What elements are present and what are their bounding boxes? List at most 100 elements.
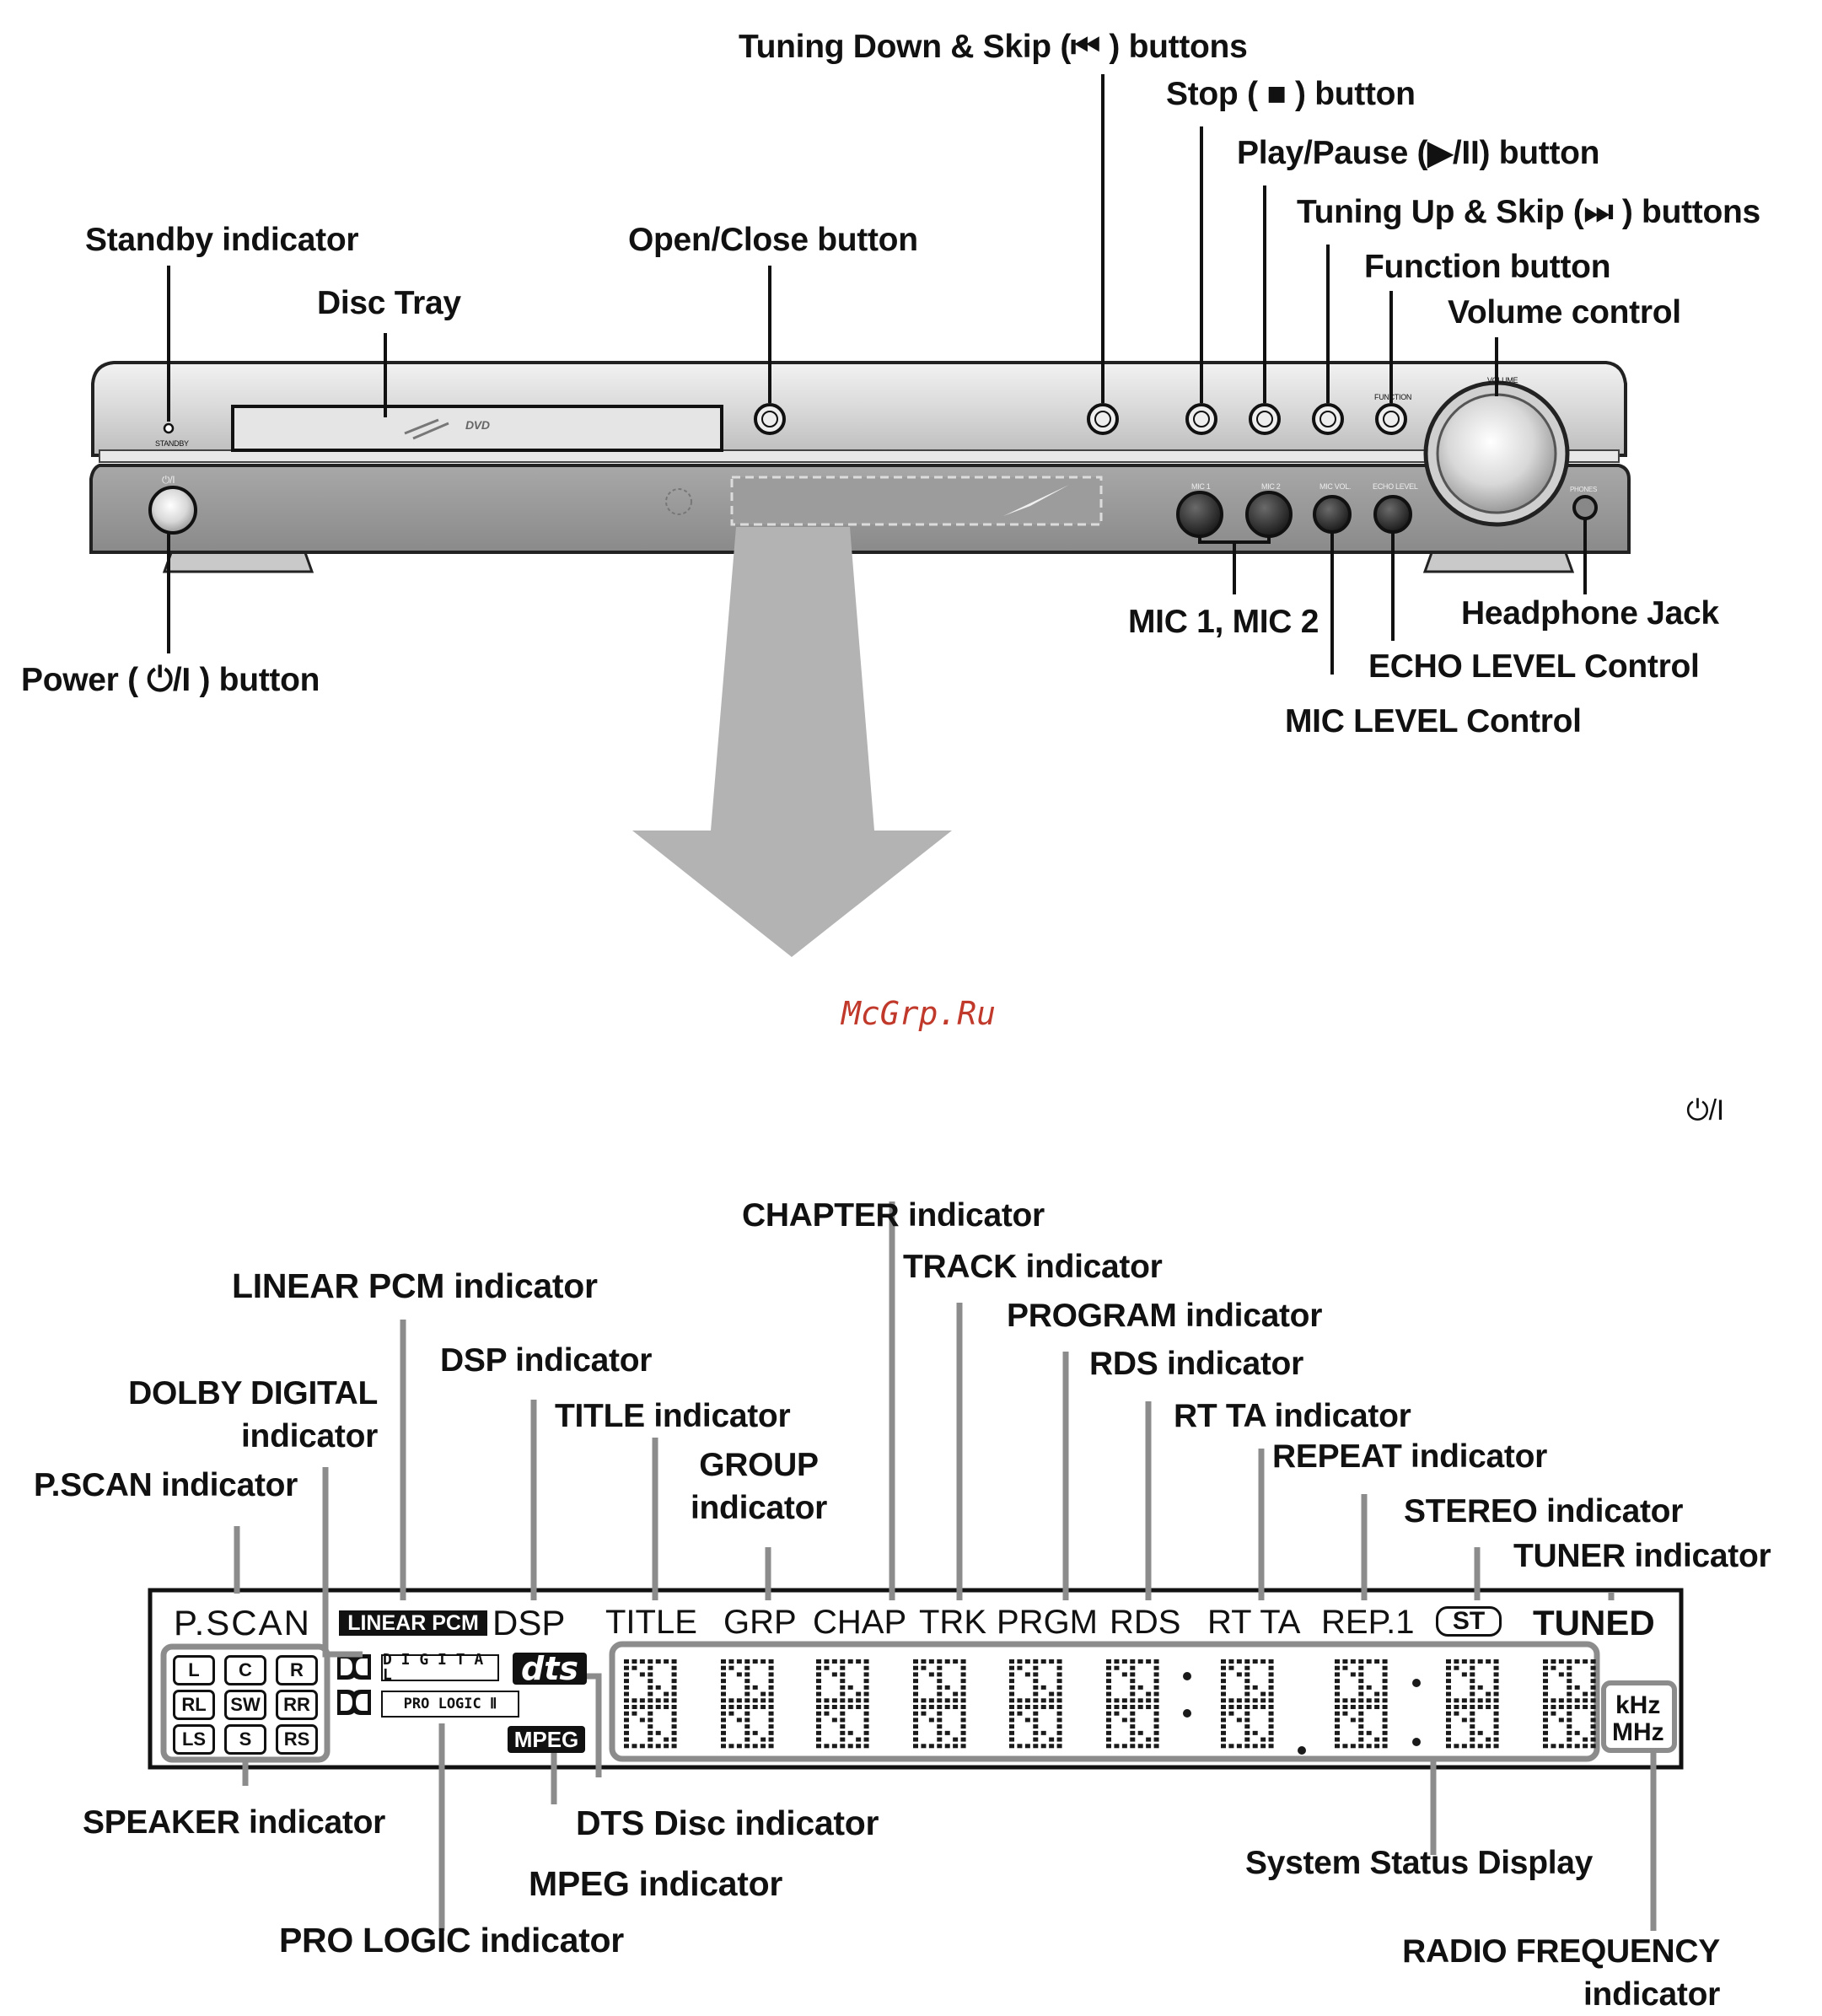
speaker-s: S [224, 1724, 266, 1755]
display-title: TITLE [605, 1604, 697, 1641]
callout-tuner: TUNER indicator [1513, 1538, 1771, 1574]
disc-tray [231, 405, 723, 452]
device-text-standby: STANDBY [155, 439, 189, 448]
device-text-mic2: MIC 2 [1261, 482, 1281, 491]
callout-pscan: P.SCAN indicator [34, 1467, 298, 1503]
segment-separator [1183, 1672, 1191, 1680]
stop-knob [1185, 403, 1217, 435]
device-text-mic-vol: MIC VOL. [1319, 482, 1352, 491]
callout-function: Function button [1364, 249, 1611, 285]
callout-tuning-up: Tuning Up & Skip (⏭ ) buttons [1297, 194, 1760, 230]
display-linear-pcm: LINEAR PCM [339, 1610, 487, 1636]
display-rt-ta: RT TA [1207, 1604, 1301, 1641]
callout-rt-ta: RT TA indicator [1174, 1398, 1411, 1434]
callout-dts: DTS Disc indicator [576, 1804, 879, 1842]
display-pro-logic: PRO LOGIC Ⅱ [381, 1691, 519, 1718]
callout-standby: Standby indicator [85, 222, 359, 258]
device-text-echo-level: ECHO LEVEL [1373, 482, 1418, 491]
callout-mic-level: MIC LEVEL Control [1285, 703, 1582, 739]
callout-title: TITLE indicator [555, 1398, 791, 1434]
callout-speaker: SPEAKER indicator [83, 1804, 385, 1841]
callout-stereo: STEREO indicator [1404, 1493, 1684, 1529]
display-mpeg: MPEG [508, 1726, 585, 1753]
callout-disc-tray: Disc Tray [317, 285, 461, 321]
segment-separator [1412, 1679, 1421, 1687]
down-arrow [632, 527, 952, 957]
segment-separator [1298, 1746, 1306, 1755]
device-text-dvd: DVD [465, 418, 490, 432]
skip-down-knob [1087, 403, 1119, 435]
callout-volume: Volume control [1448, 294, 1681, 331]
display-pscan: P.SCAN [174, 1603, 311, 1642]
display-window [730, 476, 1103, 526]
echo-level-knob [1373, 495, 1412, 534]
callout-linear-pcm: LINEAR PCM indicator [232, 1266, 598, 1305]
display-chap: CHAP [813, 1604, 907, 1641]
device-text-power: ⏻/I [162, 474, 175, 486]
device-text-volume: VOLUME [1487, 376, 1518, 384]
segment-separator [1183, 1709, 1191, 1718]
callout-system-status: System Status Display [1245, 1845, 1594, 1881]
mic1-jack [1176, 491, 1223, 538]
dolby-prologic-logo [337, 1690, 371, 1715]
display-mhz: MHz [1612, 1718, 1664, 1746]
callout-radio-frequency: RADIO FREQUENCY indicator [1402, 1933, 1720, 2013]
headphone-jack [1572, 495, 1598, 520]
speaker-rr: RR [276, 1690, 318, 1720]
segment-digit [816, 1659, 869, 1749]
display-leaders [234, 1202, 1657, 1931]
display-rep1: REP.1 [1321, 1604, 1415, 1641]
volume-knob [1436, 393, 1557, 514]
display-digital: D I G I T A L [381, 1653, 499, 1683]
function-knob [1375, 403, 1407, 435]
display-rds: RDS [1110, 1604, 1181, 1641]
speaker-l: L [173, 1655, 215, 1685]
display-khz: kHz [1615, 1691, 1661, 1719]
callout-mpeg: MPEG indicator [529, 1864, 783, 1903]
callout-stop: Stop ( ■ ) button [1166, 76, 1416, 112]
segment-digit [1106, 1659, 1159, 1749]
speaker-sw: SW [224, 1690, 266, 1720]
display-tuned: TUNED [1533, 1603, 1655, 1642]
callout-rds: RDS indicator [1089, 1346, 1303, 1382]
callout-group: GROUP indicator [691, 1447, 827, 1526]
display-dts: dts [513, 1653, 587, 1685]
device-text-phones: PHONES [1570, 486, 1597, 493]
mic-vol-knob [1313, 495, 1352, 534]
segment-digit [721, 1659, 774, 1749]
display-dsp: DSP [492, 1603, 566, 1642]
segment-digit [1335, 1659, 1388, 1749]
display-grp: GRP [723, 1604, 797, 1641]
segment-digit [1543, 1659, 1596, 1749]
display-trk: TRK [919, 1604, 986, 1641]
callout-dolby-digital: DOLBY DIGITAL indicator [128, 1375, 378, 1454]
standby-led [163, 422, 175, 434]
callout-chapter: CHAPTER indicator [742, 1197, 1045, 1234]
device-text-mic1: MIC 1 [1191, 482, 1211, 491]
callout-track: TRACK indicator [903, 1249, 1163, 1285]
watermark: McGrp.Ru [841, 995, 997, 1032]
power-knob [148, 486, 197, 535]
mic2-jack [1245, 491, 1293, 538]
speaker-rs: RS [276, 1724, 318, 1755]
segment-digit [913, 1659, 966, 1749]
speaker-ls: LS [173, 1724, 215, 1755]
callout-mic12: MIC 1, MIC 2 [1128, 604, 1319, 640]
segment-digit [1446, 1659, 1499, 1749]
callout-headphone: Headphone Jack [1461, 595, 1719, 632]
play-pause-knob [1249, 403, 1281, 435]
callout-open-close: Open/Close button [628, 222, 918, 258]
front-panel-leaders [167, 74, 1587, 675]
skip-up-knob [1312, 403, 1344, 435]
dolby-digital-logo [337, 1654, 371, 1680]
segment-digit [1221, 1659, 1274, 1749]
callout-repeat: REPEAT indicator [1272, 1438, 1548, 1475]
callout-echo-level: ECHO LEVEL Control [1368, 648, 1700, 685]
device-text-function: FUNCTION [1374, 393, 1412, 401]
callout-tuning-down: Tuning Down & Skip (⏮ ) buttons [739, 29, 1248, 65]
speaker-r: R [276, 1655, 318, 1685]
segment-digits [624, 1659, 1596, 1755]
callout-program: PROGRAM indicator [1007, 1298, 1323, 1334]
power-symbol-note: ⏻/I [1686, 1094, 1724, 1126]
